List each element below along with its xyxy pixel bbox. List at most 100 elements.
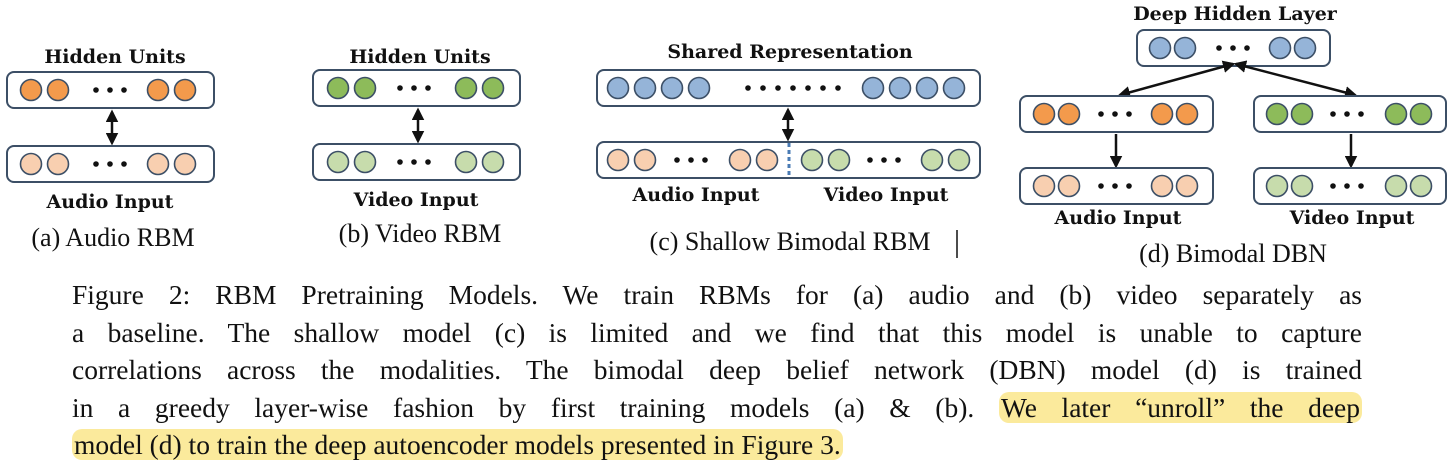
unit-node (947, 148, 971, 172)
unit-node (915, 76, 939, 100)
panel-c-shared-units (606, 76, 966, 100)
ellipsis-dot (1344, 111, 1350, 117)
ellipsis-dot (702, 157, 708, 163)
unit-node (1384, 102, 1408, 126)
panel-b-hidden-label: Hidden Units (349, 46, 490, 68)
ellipsis-dot (1330, 183, 1336, 189)
panel-a-audio-rbm: Hidden Units Audio Input (a) Audio RBM (6, 46, 215, 252)
unit-node (1268, 36, 1292, 60)
ellipsis-dot (1126, 111, 1132, 117)
panel-a-hidden-label: Hidden Units (44, 46, 185, 68)
unit-node (1032, 174, 1056, 198)
panel-a-input-units (19, 152, 197, 176)
ellipsis-dot (93, 87, 99, 93)
panel-c-shallow-bimodal-rbm: Shared Representation Audio Input Video … (596, 41, 981, 258)
unit-node (1175, 102, 1199, 126)
panel-b-video-rbm: Hidden Units Video Input (b) Video RBM (312, 46, 521, 248)
ellipsis-dot (107, 161, 113, 167)
unit-node (687, 76, 711, 100)
unit-node (1384, 174, 1408, 198)
unit-node (861, 76, 885, 100)
caption-line-5: model (d) to train the deep autoencoder … (72, 426, 1362, 464)
ellipsis-dot (745, 85, 751, 91)
ellipsis-dot (1098, 111, 1104, 117)
unit-node (454, 76, 478, 100)
unit-node (920, 148, 944, 172)
panel-c-shared-label: Shared Representation (667, 41, 912, 63)
panel-a-input-label: Audio Input (46, 191, 174, 213)
ellipsis-dot (1330, 111, 1336, 117)
caption-line-2: a baseline. The shallow model (c) is lim… (72, 316, 1362, 348)
ellipsis-dot (674, 157, 680, 163)
panel-a-subcaption: (a) Audio RBM (31, 223, 194, 252)
ellipsis-dot (835, 85, 841, 91)
unit-node (1290, 102, 1314, 126)
panel-d-video-hidden-units (1265, 102, 1433, 126)
panel-d-video-input-units (1265, 174, 1433, 198)
unit-node (353, 150, 377, 174)
panel-c-video-input-units (800, 148, 901, 172)
panel-d-deep-hidden-units (1148, 36, 1317, 60)
panel-d-deep-hidden-label: Deep Hidden Layer (1133, 3, 1338, 25)
unit-node (1148, 36, 1172, 60)
panel-c-video-label: Video Input (823, 184, 949, 206)
ellipsis-dot (411, 159, 417, 165)
unit-node (755, 148, 779, 172)
unit-node (1409, 174, 1433, 198)
unit-node (606, 148, 630, 172)
ellipsis-dot (881, 157, 887, 163)
ellipsis-dot (1112, 111, 1118, 117)
ellipsis-dot (411, 85, 417, 91)
ellipsis-dot (1244, 45, 1250, 51)
unit-node (633, 148, 657, 172)
unit-node (353, 76, 377, 100)
ellipsis-dot (1230, 45, 1236, 51)
ellipsis-dot (1098, 183, 1104, 189)
panel-d-right-bidirectional-arrow (1233, 60, 1358, 99)
unit-node (728, 148, 752, 172)
figure-caption: Figure 2: RBM Pretraining Models. We tra… (72, 276, 1363, 464)
ellipsis-dot (1216, 45, 1222, 51)
panel-b-subcaption: (b) Video RBM (339, 219, 502, 248)
ellipsis-dot (895, 157, 901, 163)
ellipsis-dot (820, 85, 826, 91)
unit-node (481, 76, 505, 100)
unit-node (1175, 174, 1199, 198)
unit-node (942, 76, 966, 100)
ellipsis-dot (397, 85, 403, 91)
ellipsis-dot (397, 159, 403, 165)
unit-node (19, 152, 43, 176)
unit-node (660, 76, 684, 100)
ellipsis-dot (1344, 183, 1350, 189)
ellipsis-dot (867, 157, 873, 163)
ellipsis-dot (1126, 183, 1132, 189)
caption-line-4-text: in a greedy layer-wise fashion by first … (72, 391, 975, 423)
panel-c-audio-label: Audio Input (632, 184, 760, 206)
unit-node (46, 152, 70, 176)
ellipsis-dot (688, 157, 694, 163)
ellipsis-dot (107, 87, 113, 93)
ellipsis-dot (775, 85, 781, 91)
caption-line-1: Figure 2: RBM Pretraining Models. We tra… (72, 279, 1362, 310)
ellipsis-dot (425, 85, 431, 91)
panel-b-input-label: Video Input (353, 189, 479, 211)
panel-d-audio-label: Audio Input (1054, 207, 1182, 229)
ellipsis-dot (760, 85, 766, 91)
unit-node (454, 150, 478, 174)
panel-d-bimodal-dbn: Deep Hidden Layer Audio Input Video Inpu… (1019, 3, 1447, 268)
unit-node (173, 78, 197, 102)
panel-c-audio-input-units (606, 148, 708, 172)
ellipsis-dot (1358, 183, 1364, 189)
unit-node (481, 150, 505, 174)
unit-node (827, 148, 851, 172)
unit-node (800, 148, 824, 172)
unit-node (146, 152, 170, 176)
panel-c-subcaption: (c) Shallow Bimodal RBM (650, 227, 931, 256)
unit-node (46, 78, 70, 102)
panel-a-hidden-units (19, 78, 197, 102)
ellipsis-dot (121, 161, 127, 167)
ellipsis-dot (1112, 183, 1118, 189)
unit-node (19, 78, 43, 102)
panel-b-input-units (326, 150, 505, 174)
unit-node (1409, 102, 1433, 126)
